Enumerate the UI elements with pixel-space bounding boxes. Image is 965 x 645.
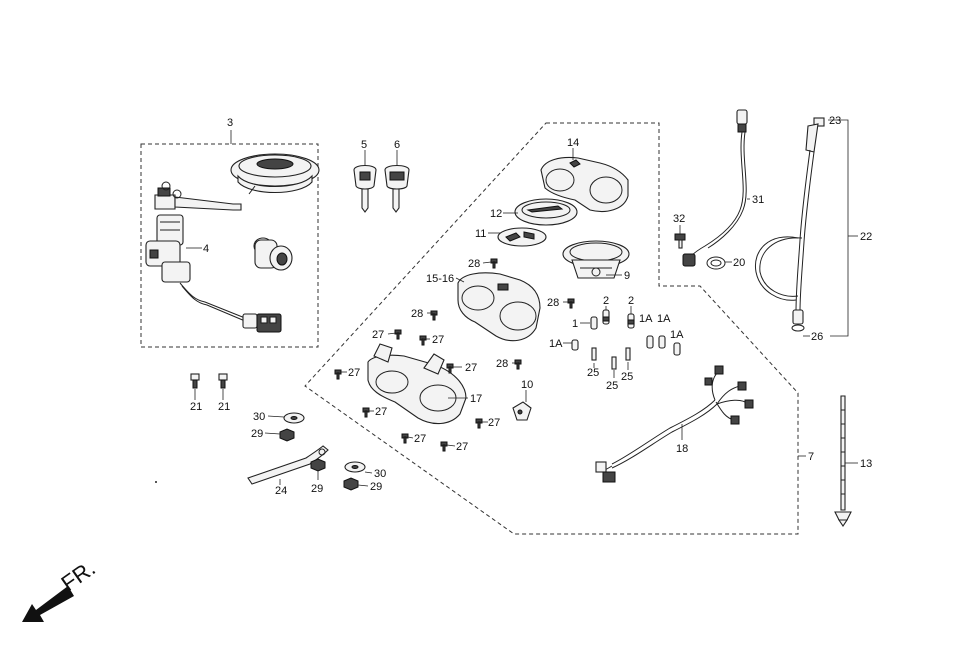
callout: 1 bbox=[572, 318, 578, 330]
callout: 27 bbox=[488, 417, 500, 429]
meter-group-box bbox=[304, 122, 799, 535]
wire-harness-18 bbox=[595, 365, 754, 483]
key-6 bbox=[384, 164, 410, 213]
washer-30a bbox=[283, 412, 305, 424]
callout: 27 bbox=[372, 329, 384, 341]
callout: 26 bbox=[811, 331, 823, 343]
callout: 1A bbox=[639, 313, 653, 325]
callout: 4 bbox=[203, 243, 209, 255]
callout: 27 bbox=[348, 367, 360, 379]
bolts-21 bbox=[190, 373, 228, 389]
screws bbox=[334, 258, 575, 452]
key-5 bbox=[353, 164, 377, 213]
callout: 28 bbox=[468, 258, 480, 270]
ignition-switch-assembly bbox=[145, 181, 282, 333]
callout: 32 bbox=[673, 213, 685, 225]
callout: 5 bbox=[361, 139, 367, 151]
callout: 24 bbox=[275, 485, 287, 497]
callout: 31 bbox=[752, 194, 764, 206]
washer-30b bbox=[344, 461, 366, 473]
speedometer bbox=[562, 240, 630, 279]
callout: 29 bbox=[370, 481, 382, 493]
o-ring-20 bbox=[706, 256, 726, 270]
callout: 12 bbox=[490, 208, 502, 220]
callout: 11 bbox=[475, 228, 486, 240]
callout: 28 bbox=[411, 308, 423, 320]
callout: 29 bbox=[251, 428, 263, 440]
sensor-cable-31 bbox=[682, 109, 748, 267]
leader-lines bbox=[186, 119, 858, 487]
callout: 27 bbox=[375, 406, 387, 418]
callout: 7 bbox=[808, 451, 814, 463]
front-direction-arrow-icon bbox=[22, 586, 74, 622]
callout: 30 bbox=[374, 468, 386, 480]
meter-case-middle bbox=[457, 272, 541, 342]
callout: 29 bbox=[311, 483, 323, 495]
callout: 20 bbox=[733, 257, 745, 269]
callout: 27 bbox=[432, 334, 444, 346]
callout: 27 bbox=[465, 362, 477, 374]
callout: 27 bbox=[456, 441, 468, 453]
tachometer-face bbox=[514, 198, 578, 226]
callout: 2 bbox=[603, 295, 609, 307]
meter-case-upper bbox=[540, 156, 629, 213]
callout: 25 bbox=[587, 367, 599, 379]
callout-labels: 3 4 5 6 14 12 11 9 28 15-16 28 28 28 27 … bbox=[190, 115, 872, 497]
seat-lock bbox=[253, 237, 293, 271]
callout: 1A bbox=[549, 338, 563, 350]
meter-case-lower bbox=[367, 343, 467, 425]
callout: 25 bbox=[621, 371, 633, 383]
indicator-panel bbox=[497, 227, 547, 247]
callout: 23 bbox=[829, 115, 841, 127]
callout: 2 bbox=[628, 295, 634, 307]
callout: 1A bbox=[657, 313, 671, 325]
callout: 13 bbox=[860, 458, 872, 470]
fuel-cap bbox=[230, 153, 320, 195]
callout: 27 bbox=[414, 433, 426, 445]
callout: 17 bbox=[470, 393, 482, 405]
callout: 21 bbox=[190, 401, 202, 413]
screw-32 bbox=[674, 233, 686, 249]
band-13 bbox=[834, 395, 852, 527]
callout: 22 bbox=[860, 231, 872, 243]
callout: 30 bbox=[253, 411, 265, 423]
callout: 25 bbox=[606, 380, 618, 392]
callout: 28 bbox=[547, 297, 559, 309]
speedometer-cable-22 bbox=[754, 117, 825, 332]
callout: 14 bbox=[567, 137, 579, 149]
callout: 10 bbox=[521, 379, 533, 391]
callout: 21 bbox=[218, 401, 230, 413]
dot-mark bbox=[155, 481, 157, 483]
callout: 6 bbox=[394, 139, 400, 151]
nut-29b bbox=[310, 458, 326, 472]
nut-29a bbox=[279, 428, 295, 442]
callout: 18 bbox=[676, 443, 688, 455]
callout: 1A bbox=[670, 329, 684, 341]
ignition-group-box bbox=[140, 143, 319, 348]
callout: 28 bbox=[496, 358, 508, 370]
callout: 9 bbox=[624, 270, 630, 282]
callout: 3 bbox=[227, 117, 233, 129]
bulbs-sockets bbox=[571, 309, 681, 370]
nut-29c bbox=[343, 477, 359, 491]
clip-10 bbox=[512, 401, 532, 421]
callout: 15-16 bbox=[426, 273, 454, 285]
